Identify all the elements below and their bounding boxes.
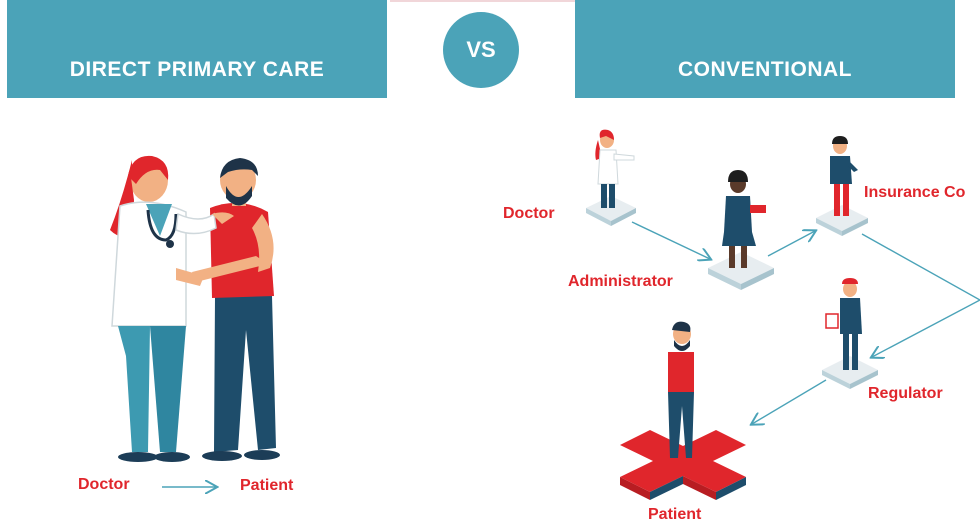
administrator-figure (722, 170, 766, 268)
direct-primary-care-banner: DIRECT PRIMARY CARE (7, 0, 387, 98)
vs-badge: VS (443, 12, 519, 88)
conventional-patient-figure (668, 321, 694, 458)
insurance-label: Insurance Co (864, 184, 966, 201)
dpc-patient-figure (192, 158, 280, 461)
regulator-figure (825, 278, 862, 370)
dpc-doctor-figure (110, 155, 234, 462)
conventional-doctor-figure (595, 129, 635, 208)
direct-primary-care-title: DIRECT PRIMARY CARE (69, 58, 325, 81)
doctor-patient-illustration (110, 155, 280, 462)
dpc-patient-label: Patient (240, 477, 294, 494)
dpc-doctor-label: Doctor (78, 476, 130, 493)
conventional-patient-label: Patient (648, 506, 702, 523)
vs-text: VS (466, 37, 496, 62)
arrow-administrator-to-insurance (767, 231, 815, 257)
conventional-title: CONVENTIONAL (678, 58, 852, 81)
regulator-label: Regulator (868, 385, 943, 402)
conventional-banner: CONVENTIONAL (575, 0, 955, 98)
arrow-regulator-to-patient (752, 379, 827, 424)
top-divider (390, 0, 575, 2)
patient-red-cross (620, 430, 746, 500)
insurance-figure (830, 136, 858, 216)
arrow-doctor-to-administrator (631, 221, 710, 259)
conventional-arrows (631, 221, 980, 424)
conventional-doctor-label: Doctor (503, 205, 555, 222)
arrow-insurance-to-regulator (861, 233, 980, 357)
administrator-label: Administrator (568, 273, 673, 290)
